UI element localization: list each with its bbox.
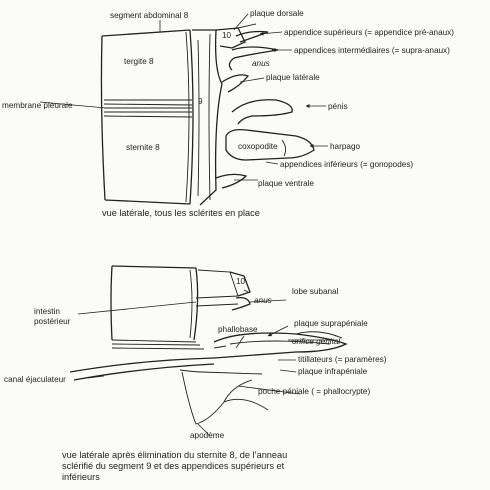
label-tergite-8: tergite 8 xyxy=(124,57,154,66)
penis-shape xyxy=(231,99,293,125)
label-posterieur: postérieur xyxy=(34,317,71,326)
appendices-superieurs-shape xyxy=(235,30,269,43)
segment-10-shape xyxy=(215,23,257,49)
label-apodeme: apodème xyxy=(190,431,225,440)
label-plaque-laterale-top: plaque latérale xyxy=(266,73,320,82)
plaque-laterale-shape xyxy=(221,74,250,93)
label-poche-peniale: poche péniale ( = phallocrypte) xyxy=(258,387,370,396)
label-plaque-ventrale: plaque ventrale xyxy=(258,179,314,188)
label-lobe-subanal: lobe subanal xyxy=(292,287,339,296)
label-seg10-top: 10 xyxy=(222,31,232,40)
top-leader-lines xyxy=(39,13,328,181)
label-segment-abdominal-8: segment abdominal 8 xyxy=(110,11,189,20)
label-intestin: intestin xyxy=(34,307,60,316)
intestin-shape xyxy=(195,269,239,307)
bottom-leader-lines xyxy=(77,289,334,437)
label-seg9: 9 xyxy=(198,97,203,106)
caption-top: vue latérale, tous les sclérites en plac… xyxy=(102,208,260,218)
label-phallobase: phallobase xyxy=(218,325,258,334)
phallus-shape xyxy=(213,331,348,359)
segment-8-shape xyxy=(100,29,194,205)
label-titillateurs: titillateurs (= paramères) xyxy=(298,355,387,364)
label-seg10-bottom: 10 xyxy=(236,277,246,286)
label-orifice-genital: orifice génital xyxy=(292,337,340,346)
label-membrane-pleurale: membrane pleurale xyxy=(2,101,73,110)
label-canal-ejaculateur: canal éjaculateur xyxy=(4,375,66,384)
canal-shape xyxy=(69,357,269,425)
label-plaque-infrapeniale: plaque infrapéniale xyxy=(298,367,368,376)
top-diagram: segment abdominal 8 plaque dorsale 10 ap… xyxy=(2,9,454,218)
plaque-ventrale-shape xyxy=(215,173,248,189)
caption-bottom-line-2: sclérifié du segment 9 et des appendices… xyxy=(62,461,285,471)
label-appendices-inferieurs: appendices inférieurs (= gonopodes) xyxy=(280,160,413,169)
segment-9-shape xyxy=(192,29,223,206)
label-coxopodite: coxopodite xyxy=(238,142,278,151)
label-plaque-dorsale: plaque dorsale xyxy=(250,9,304,18)
appendices-intermediaires-shape xyxy=(228,46,279,71)
label-harpago: harpago xyxy=(330,142,360,151)
label-anus-bottom: anus xyxy=(254,296,272,305)
coxopodite-shape xyxy=(225,128,315,161)
bottom-diagram: 10 anus lobe subanal intestin postérieur… xyxy=(4,265,387,482)
segment-8-bottom-shape xyxy=(110,265,205,350)
label-sternite-8: sternite 8 xyxy=(126,143,160,152)
lobe-subanal-shape xyxy=(231,296,251,311)
segment-10-bottom-shape xyxy=(229,271,251,297)
caption-bottom-line-1: vue latérale après élimination du sterni… xyxy=(62,450,287,460)
label-appendices-intermediaires: appendices intermédiaires (= supra-anaux… xyxy=(294,46,450,55)
caption-bottom-line-3: inférieurs xyxy=(62,472,100,482)
label-penis: pénis xyxy=(328,102,348,111)
label-appendices-superieurs: appendice supérieurs (= appendice pré-an… xyxy=(284,28,454,37)
label-anus-top: anus xyxy=(252,59,270,68)
label-plaque-suprapeniale: plaque suprapéniale xyxy=(294,319,368,328)
